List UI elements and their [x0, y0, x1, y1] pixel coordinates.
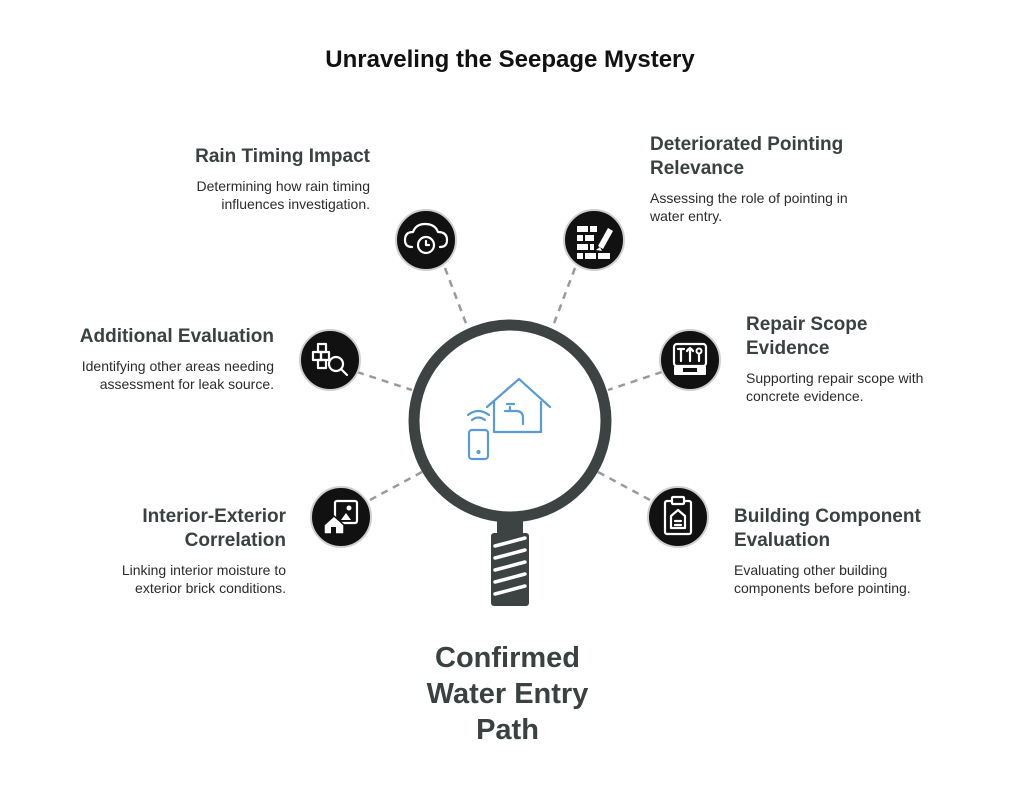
item-building-component: Building Component Evaluation Evaluating… [734, 505, 1004, 597]
item-description: Determining how rain timing influences i… [196, 178, 370, 212]
item-description: Evaluating other building components bef… [734, 562, 911, 596]
node-rain-timing [395, 209, 457, 271]
connector-additional [356, 370, 413, 392]
node-deteriorated-pointing [563, 209, 625, 271]
item-description: Identifying other areas needing assessme… [81, 358, 274, 392]
magnifier-handle [491, 520, 529, 606]
item-description: Supporting repair scope with concrete ev… [746, 370, 924, 404]
item-heading: Deteriorated Pointing Relevance [650, 134, 844, 179]
node-interior-exterior [310, 486, 372, 548]
connector-interior-exterior [369, 470, 423, 502]
item-rain-timing: Rain Timing Impact Determining how rain … [50, 145, 370, 213]
clock-cloud-icon [403, 222, 449, 255]
connector-rain-timing [443, 267, 469, 327]
connectors [356, 267, 663, 502]
item-heading: Interior-Exterior Correlation [142, 506, 286, 551]
smart-home-water-icon [466, 377, 552, 461]
item-heading: Repair Scope Evidence [746, 314, 868, 359]
connector-repair-scope [607, 370, 663, 392]
item-deteriorated-pointing: Deteriorated Pointing Relevance Assessin… [650, 133, 980, 225]
item-heading: Rain Timing Impact [195, 146, 370, 167]
connector-pointing [551, 267, 577, 327]
item-repair-scope: Repair Scope Evidence Supporting repair … [746, 313, 1006, 405]
magnifier-lens [408, 319, 612, 523]
item-heading: Building Component Evaluation [734, 506, 921, 551]
house-image-icon [323, 499, 359, 535]
page-title: Unraveling the Seepage Mystery [325, 46, 695, 73]
item-description: Assessing the role of pointing in water … [650, 190, 848, 224]
node-repair-scope [659, 329, 721, 391]
brick-trowel-icon [577, 226, 613, 259]
node-additional-evaluation [299, 329, 361, 391]
item-interior-exterior: Interior-Exterior Correlation Linking in… [26, 505, 286, 597]
toolbox-icon [672, 342, 708, 375]
item-additional-evaluation: Additional Evaluation Identifying other … [14, 325, 274, 393]
item-description: Linking interior moisture to exterior br… [121, 562, 286, 596]
center-label: Confirmed Water Entry Path [426, 642, 589, 746]
connector-building-component [597, 470, 651, 502]
item-heading: Additional Evaluation [79, 326, 274, 347]
node-building-component [647, 486, 709, 548]
clipboard-icon [663, 495, 693, 536]
search-blocks-icon [311, 342, 349, 377]
